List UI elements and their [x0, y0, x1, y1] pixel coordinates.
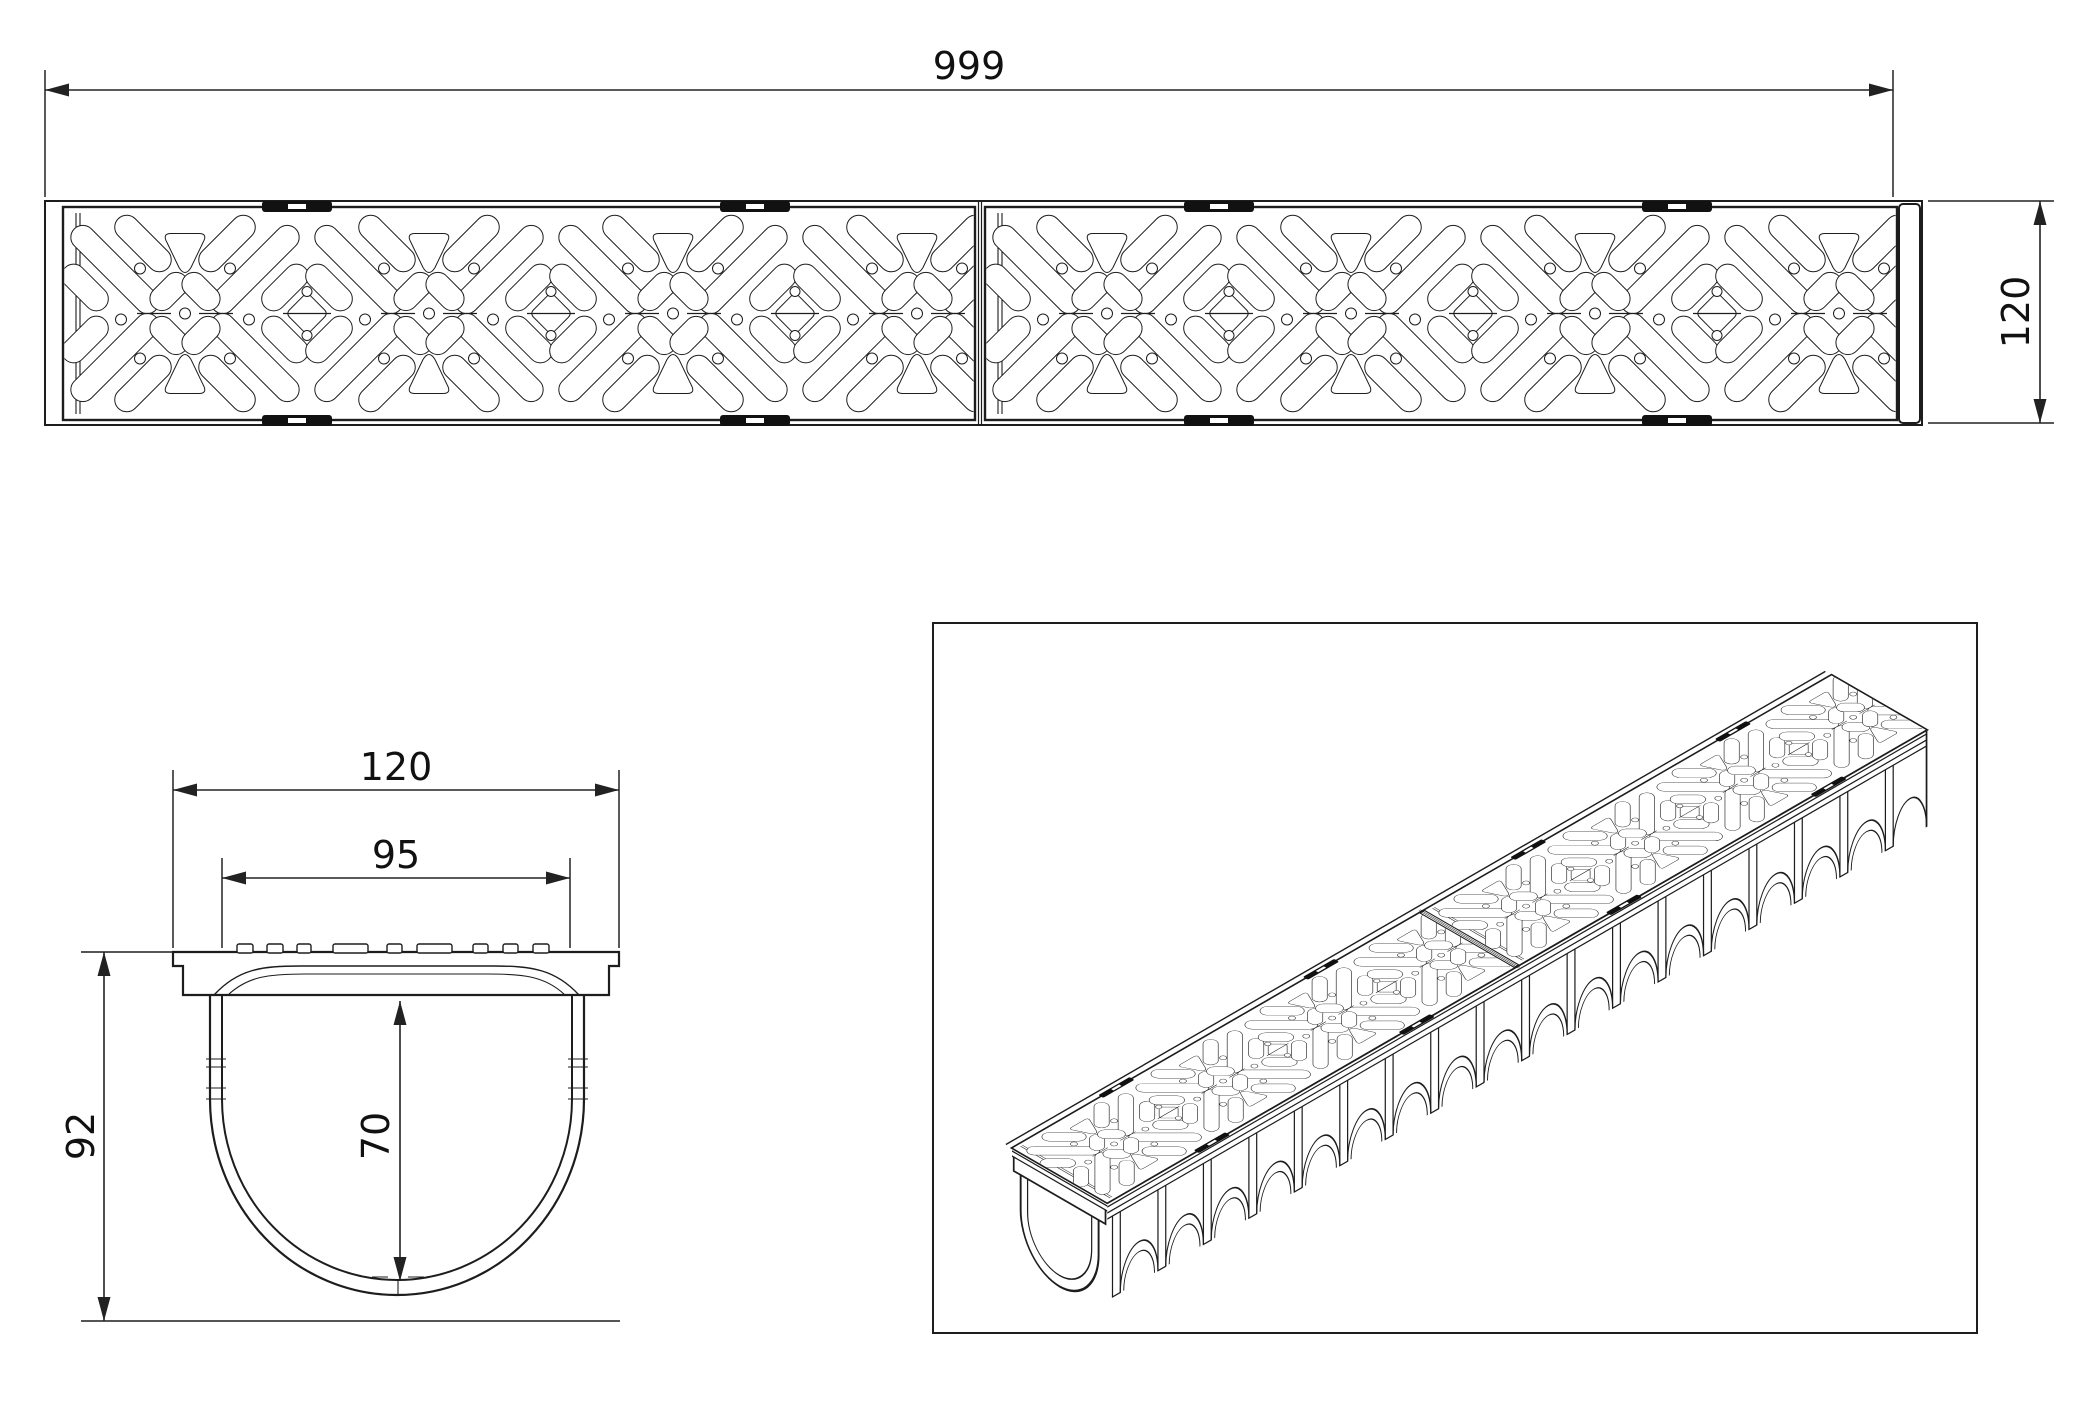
iso-side-wall: [1107, 729, 1928, 1298]
dimension-overall-width: 120: [172, 745, 620, 948]
dim-text-overall-height: 92: [59, 1112, 103, 1160]
isometric-view: [932, 622, 1978, 1334]
iso-grate-pattern: [1007, 655, 1961, 1206]
plan-view: 999 120: [44, 44, 2054, 426]
dim-text-grate-opening: 95: [372, 833, 420, 877]
dim-text-channel-depth: 70: [354, 1112, 398, 1160]
grate-teeth: [236, 943, 550, 954]
iso-end-face: [1012, 1150, 1108, 1293]
dim-text-width-plan: 120: [1994, 276, 2038, 349]
section-profile: [171, 943, 621, 1297]
channel-outer-wall: [208, 995, 586, 1297]
dimension-grate-opening: 95: [221, 833, 571, 948]
dimension-channel-depth: 70: [354, 1001, 407, 1281]
cross-section-view: 120 95 92 70: [59, 745, 621, 1322]
dim-text-overall-width: 120: [360, 745, 433, 789]
dimension-length: 999: [44, 44, 1894, 197]
dimension-width-plan: 120: [1928, 200, 2054, 424]
end-cap: [1898, 203, 1921, 424]
dim-text-length: 999: [933, 44, 1006, 88]
isometric-border-box: [932, 622, 1978, 1334]
dimension-overall-height: 92: [59, 952, 111, 1321]
